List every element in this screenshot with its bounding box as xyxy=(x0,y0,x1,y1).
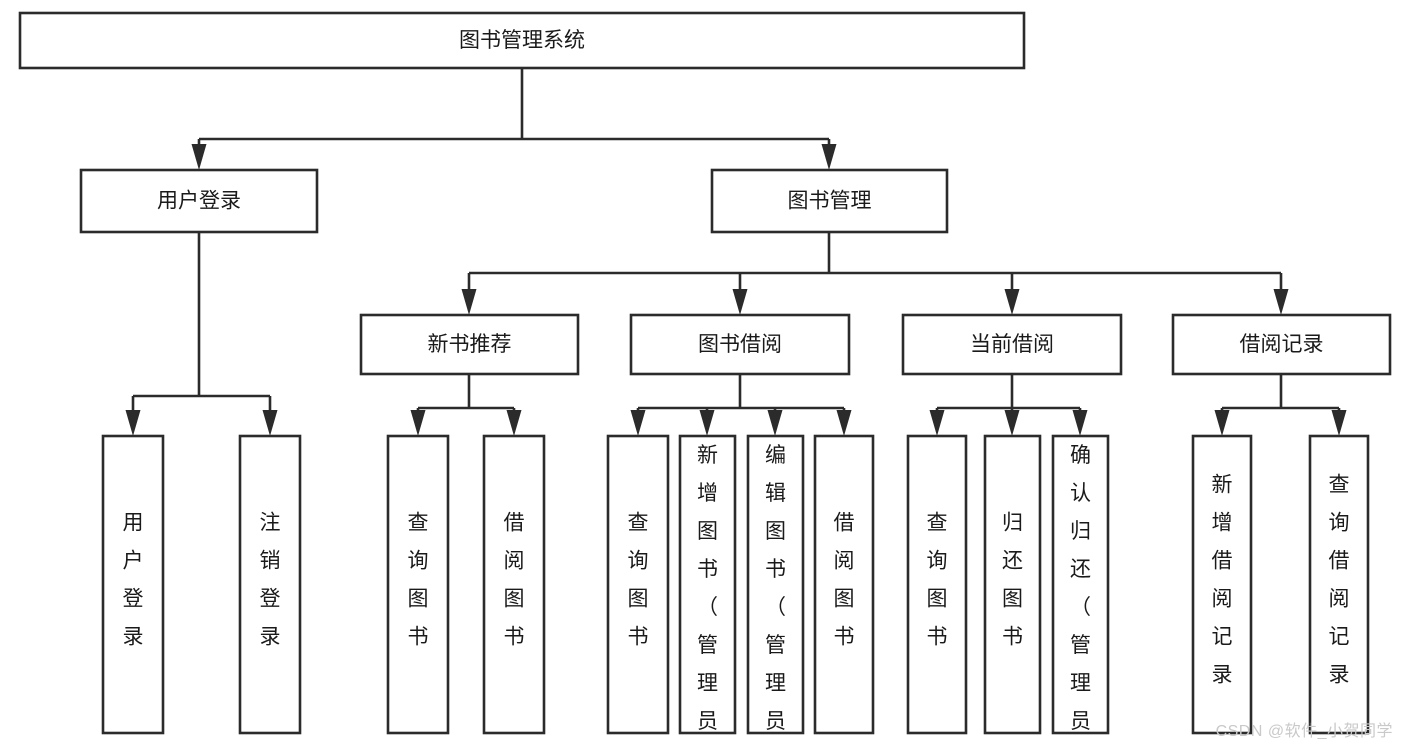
node-root[interactable]: 图书管理系统 xyxy=(18,11,1026,70)
node-label-borrow-record: 借阅记录 xyxy=(1240,333,1324,356)
node-box-borrow-record[interactable] xyxy=(1171,313,1392,376)
watermark-label: CSDN @软件_小贺同学 xyxy=(1215,723,1393,740)
node-leaf-add-book[interactable]: 新增图书（管理员） xyxy=(678,434,737,747)
node-box-user-login[interactable] xyxy=(79,168,319,234)
node-box-leaf-add-borrow-record[interactable] xyxy=(1191,434,1253,735)
node-label-book-borrow: 图书借阅 xyxy=(698,333,782,356)
node-box-leaf-query-book-current[interactable] xyxy=(906,434,968,735)
node-leaf-edit-book[interactable]: 编辑图书（管理员） xyxy=(746,434,805,747)
node-box-book-management[interactable] xyxy=(710,168,949,234)
node-leaf-confirm-return[interactable]: 确认归还（管理员） xyxy=(1051,434,1110,747)
node-label-new-book-recommend: 新书推荐 xyxy=(428,333,512,356)
node-label-leaf-confirm-return: 确认归还（管理员） xyxy=(1070,444,1091,747)
node-current-borrow[interactable]: 当前借阅 xyxy=(901,313,1123,376)
connector-root-to-level2 xyxy=(191,68,837,170)
node-box-leaf-borrow-book-recommend[interactable] xyxy=(482,434,546,735)
node-layer: 图书管理系统用户登录图书管理新书推荐图书借阅当前借阅借阅记录用户登录注销登录查询… xyxy=(18,11,1392,747)
node-label-leaf-query-book-current: 查询图书 xyxy=(927,512,948,649)
node-book-borrow[interactable]: 图书借阅 xyxy=(629,313,851,376)
node-label-leaf-user-login: 用户登录 xyxy=(123,512,144,649)
node-leaf-query-book-current[interactable]: 查询图书 xyxy=(906,434,968,735)
node-box-leaf-query-book-recommend[interactable] xyxy=(386,434,450,735)
node-leaf-query-book-recommend[interactable]: 查询图书 xyxy=(386,434,450,735)
node-borrow-record[interactable]: 借阅记录 xyxy=(1171,313,1392,376)
node-box-leaf-edit-book[interactable] xyxy=(746,434,805,735)
node-leaf-add-borrow-record[interactable]: 新增借阅记录 xyxy=(1191,434,1253,735)
node-label-current-borrow: 当前借阅 xyxy=(970,333,1054,356)
connector-record-to-leaves xyxy=(1214,374,1347,436)
node-leaf-user-login[interactable]: 用户登录 xyxy=(101,434,165,735)
node-box-leaf-confirm-return[interactable] xyxy=(1051,434,1110,735)
connector-borrow-to-leaves xyxy=(630,374,852,436)
node-label-root: 图书管理系统 xyxy=(459,29,585,52)
node-label-user-login: 用户登录 xyxy=(157,190,241,213)
connector-current-to-leaves xyxy=(929,374,1088,436)
connector-layer xyxy=(125,68,1347,436)
node-label-leaf-query-book-borrow: 查询图书 xyxy=(628,512,649,649)
node-label-leaf-add-book: 新增图书（管理员） xyxy=(697,444,718,747)
connector-bookmgmt-to-level3 xyxy=(461,232,1289,315)
node-box-root[interactable] xyxy=(18,11,1026,70)
node-label-leaf-add-borrow-record: 新增借阅记录 xyxy=(1212,474,1233,687)
node-label-leaf-user-logout: 注销登录 xyxy=(260,512,281,649)
node-leaf-user-logout[interactable]: 注销登录 xyxy=(238,434,302,735)
node-user-login[interactable]: 用户登录 xyxy=(79,168,319,234)
node-label-leaf-query-book-recommend: 查询图书 xyxy=(408,512,429,649)
node-box-leaf-user-login[interactable] xyxy=(101,434,165,735)
node-label-book-management: 图书管理 xyxy=(788,190,872,213)
node-box-leaf-query-book-borrow[interactable] xyxy=(606,434,670,735)
node-box-leaf-borrow-book[interactable] xyxy=(813,434,875,735)
node-leaf-query-book-borrow[interactable]: 查询图书 xyxy=(606,434,670,735)
node-box-leaf-user-logout[interactable] xyxy=(238,434,302,735)
node-box-new-book-recommend[interactable] xyxy=(359,313,580,376)
node-book-management[interactable]: 图书管理 xyxy=(710,168,949,234)
node-box-current-borrow[interactable] xyxy=(901,313,1123,376)
connector-userlogin-to-leaves xyxy=(125,232,278,436)
node-leaf-return-book[interactable]: 归还图书 xyxy=(983,434,1042,735)
node-box-leaf-query-borrow-record[interactable] xyxy=(1308,434,1370,735)
node-new-book-recommend[interactable]: 新书推荐 xyxy=(359,313,580,376)
node-box-leaf-return-book[interactable] xyxy=(983,434,1042,735)
connector-recommend-to-leaves xyxy=(410,374,522,436)
node-leaf-borrow-book[interactable]: 借阅图书 xyxy=(813,434,875,735)
node-box-leaf-add-book[interactable] xyxy=(678,434,737,735)
node-leaf-borrow-book-recommend[interactable]: 借阅图书 xyxy=(482,434,546,735)
node-label-leaf-query-borrow-record: 查询借阅记录 xyxy=(1329,474,1350,687)
node-box-book-borrow[interactable] xyxy=(629,313,851,376)
node-label-leaf-edit-book: 编辑图书（管理员） xyxy=(765,444,786,747)
node-label-leaf-return-book: 归还图书 xyxy=(1002,512,1023,649)
node-leaf-query-borrow-record[interactable]: 查询借阅记录 xyxy=(1308,434,1370,735)
node-label-leaf-borrow-book: 借阅图书 xyxy=(834,512,855,649)
node-label-leaf-borrow-book-recommend: 借阅图书 xyxy=(504,512,525,649)
